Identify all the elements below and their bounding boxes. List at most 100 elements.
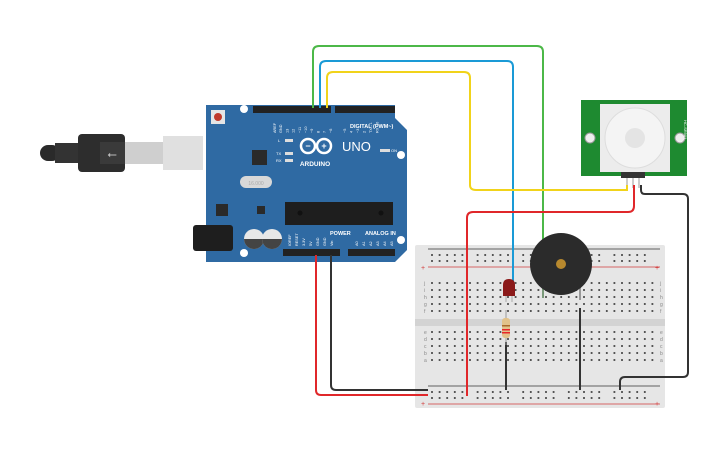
breadboard-hole[interactable] bbox=[507, 254, 509, 256]
breadboard-hole[interactable] bbox=[621, 289, 623, 291]
breadboard-hole[interactable] bbox=[529, 338, 532, 340]
breadboard-hole[interactable] bbox=[583, 359, 585, 361]
breadboard-hole[interactable] bbox=[545, 345, 547, 347]
analog-header[interactable] bbox=[348, 249, 395, 256]
breadboard-hole[interactable] bbox=[469, 352, 471, 354]
breadboard-hole[interactable] bbox=[529, 303, 532, 305]
breadboard-hole[interactable] bbox=[446, 296, 449, 298]
breadboard-hole[interactable] bbox=[491, 296, 494, 298]
breadboard-hole[interactable] bbox=[575, 303, 578, 305]
breadboard-hole[interactable] bbox=[560, 310, 563, 312]
breadboard-hole[interactable] bbox=[499, 331, 502, 333]
breadboard-hole[interactable] bbox=[484, 282, 487, 284]
breadboard-hole[interactable] bbox=[491, 391, 494, 393]
breadboard-hole[interactable] bbox=[453, 391, 456, 393]
breadboard-hole[interactable] bbox=[507, 303, 509, 305]
breadboard-hole[interactable] bbox=[598, 345, 601, 347]
breadboard-hole[interactable] bbox=[621, 310, 623, 312]
breadboard-hole[interactable] bbox=[636, 254, 639, 256]
breadboard-hole[interactable] bbox=[431, 310, 433, 312]
breadboard-hole[interactable] bbox=[575, 352, 578, 354]
breadboard-hole[interactable] bbox=[552, 331, 555, 333]
breadboard-hole[interactable] bbox=[636, 352, 639, 354]
breadboard-hole[interactable] bbox=[621, 397, 623, 399]
breadboard-hole[interactable] bbox=[507, 310, 509, 312]
breadboard-hole[interactable] bbox=[499, 282, 502, 284]
breadboard-hole[interactable] bbox=[613, 338, 616, 340]
breadboard-hole[interactable] bbox=[583, 310, 585, 312]
breadboard-hole[interactable] bbox=[453, 338, 456, 340]
breadboard-hole[interactable] bbox=[438, 391, 441, 393]
breadboard-hole[interactable] bbox=[484, 359, 487, 361]
breadboard-hole[interactable] bbox=[484, 338, 487, 340]
breadboard-hole[interactable] bbox=[476, 303, 479, 305]
breadboard-hole[interactable] bbox=[621, 331, 623, 333]
breadboard-hole[interactable] bbox=[431, 260, 433, 262]
breadboard-hole[interactable] bbox=[590, 289, 593, 291]
breadboard-hole[interactable] bbox=[636, 397, 639, 399]
breadboard-hole[interactable] bbox=[522, 397, 525, 399]
breadboard-hole[interactable] bbox=[575, 359, 578, 361]
breadboard-hole[interactable] bbox=[613, 345, 616, 347]
breadboard-hole[interactable] bbox=[643, 289, 646, 291]
breadboard-hole[interactable] bbox=[476, 282, 479, 284]
breadboard-hole[interactable] bbox=[484, 397, 487, 399]
breadboard-hole[interactable] bbox=[514, 345, 517, 347]
breadboard-hole[interactable] bbox=[628, 397, 631, 399]
breadboard-hole[interactable] bbox=[628, 391, 631, 393]
breadboard-hole[interactable] bbox=[598, 282, 601, 284]
breadboard-hole[interactable] bbox=[651, 296, 654, 298]
breadboard-hole[interactable] bbox=[636, 359, 639, 361]
breadboard-hole[interactable] bbox=[598, 260, 601, 262]
breadboard-hole[interactable] bbox=[529, 352, 532, 354]
breadboard-hole[interactable] bbox=[453, 352, 456, 354]
breadboard-hole[interactable] bbox=[537, 310, 540, 312]
breadboard-hole[interactable] bbox=[461, 310, 464, 312]
breadboard-hole[interactable] bbox=[590, 397, 593, 399]
breadboard-hole[interactable] bbox=[651, 282, 654, 284]
breadboard-hole[interactable] bbox=[514, 303, 517, 305]
breadboard-hole[interactable] bbox=[499, 296, 502, 298]
breadboard-hole[interactable] bbox=[499, 310, 502, 312]
breadboard-hole[interactable] bbox=[628, 296, 631, 298]
breadboard-hole[interactable] bbox=[605, 310, 608, 312]
breadboard-hole[interactable] bbox=[522, 289, 525, 291]
breadboard-hole[interactable] bbox=[453, 260, 456, 262]
breadboard-hole[interactable] bbox=[636, 338, 639, 340]
breadboard-hole[interactable] bbox=[636, 345, 639, 347]
breadboard-hole[interactable] bbox=[522, 260, 525, 262]
breadboard-hole[interactable] bbox=[605, 282, 608, 284]
breadboard-hole[interactable] bbox=[453, 345, 456, 347]
breadboard-hole[interactable] bbox=[651, 345, 654, 347]
breadboard-hole[interactable] bbox=[453, 303, 456, 305]
breadboard-hole[interactable] bbox=[590, 345, 593, 347]
breadboard-hole[interactable] bbox=[643, 338, 646, 340]
breadboard-hole[interactable] bbox=[499, 397, 502, 399]
breadboard-hole[interactable] bbox=[431, 352, 433, 354]
breadboard-hole[interactable] bbox=[507, 391, 509, 393]
breadboard-hole[interactable] bbox=[613, 352, 616, 354]
breadboard-hole[interactable] bbox=[461, 289, 464, 291]
breadboard-hole[interactable] bbox=[461, 254, 464, 256]
breadboard-hole[interactable] bbox=[636, 289, 639, 291]
breadboard-hole[interactable] bbox=[567, 359, 570, 361]
breadboard-hole[interactable] bbox=[514, 296, 517, 298]
breadboard-hole[interactable] bbox=[621, 352, 623, 354]
breadboard-hole[interactable] bbox=[643, 359, 646, 361]
breadboard-hole[interactable] bbox=[446, 282, 449, 284]
breadboard-hole[interactable] bbox=[575, 310, 578, 312]
breadboard-hole[interactable] bbox=[438, 296, 441, 298]
breadboard-hole[interactable] bbox=[560, 359, 563, 361]
breadboard-hole[interactable] bbox=[476, 397, 479, 399]
breadboard-hole[interactable] bbox=[628, 282, 631, 284]
breadboard-hole[interactable] bbox=[605, 289, 608, 291]
resistor[interactable] bbox=[502, 310, 510, 345]
breadboard-hole[interactable] bbox=[545, 359, 547, 361]
breadboard-hole[interactable] bbox=[598, 397, 601, 399]
breadboard-hole[interactable] bbox=[621, 338, 623, 340]
breadboard-hole[interactable] bbox=[484, 254, 487, 256]
breadboard-hole[interactable] bbox=[583, 352, 585, 354]
breadboard-hole[interactable] bbox=[583, 397, 585, 399]
breadboard-hole[interactable] bbox=[545, 310, 547, 312]
breadboard-hole[interactable] bbox=[507, 338, 509, 340]
